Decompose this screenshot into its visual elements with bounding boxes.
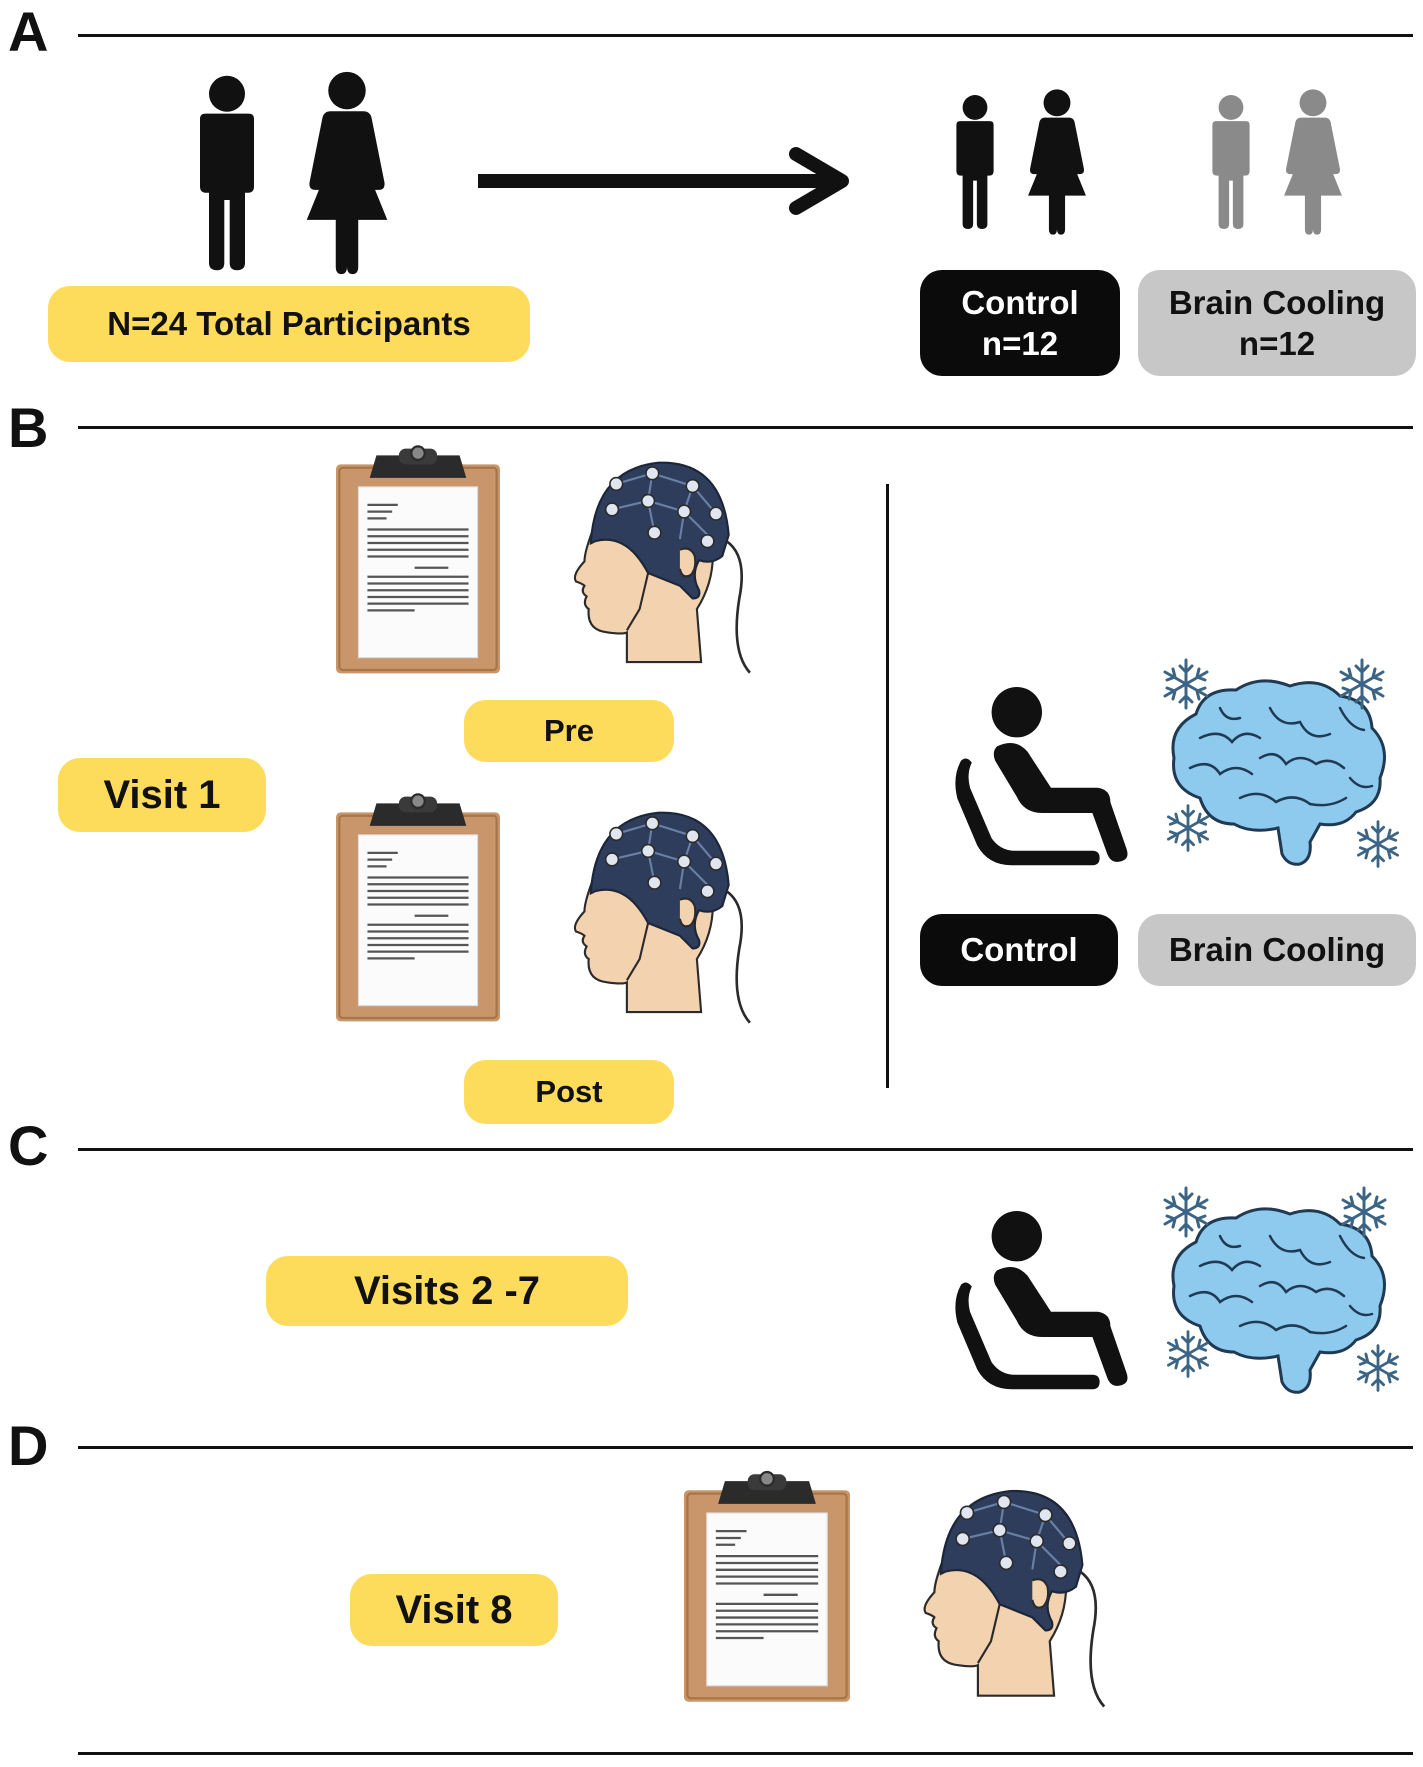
post-badge: Post bbox=[464, 1060, 674, 1124]
person-female-icon bbox=[306, 71, 388, 275]
control-group-label: Control bbox=[961, 283, 1079, 321]
visit-8-badge: Visit 8 bbox=[350, 1574, 558, 1646]
section-divider-d bbox=[78, 1446, 1413, 1449]
cooling-group-label: Brain Cooling bbox=[1168, 283, 1386, 321]
visits-2-7-badge: Visits 2 -7 bbox=[266, 1256, 628, 1326]
snowflake-icon bbox=[1341, 1186, 1387, 1238]
control-male-icon bbox=[956, 95, 994, 229]
section-divider-a bbox=[78, 34, 1413, 37]
visit-8-label: Visit 8 bbox=[395, 1588, 513, 1632]
visits-2-7-label: Visits 2 -7 bbox=[353, 1269, 541, 1313]
eeg-head-pre-icon bbox=[573, 461, 752, 675]
clipboard-pre-icon bbox=[334, 445, 502, 675]
person-male-icon bbox=[200, 75, 254, 271]
cooling-male-icon bbox=[1212, 95, 1250, 229]
section-divider-c bbox=[78, 1148, 1413, 1151]
total-participants-label: N=24 Total Participants bbox=[107, 305, 471, 343]
snowflake-icon bbox=[1167, 1330, 1209, 1378]
cooling-condition-badge: Brain Cooling bbox=[1138, 914, 1416, 986]
pre-label: Pre bbox=[544, 712, 594, 748]
control-group-count: n=12 bbox=[981, 325, 1059, 362]
cooling-female-icon bbox=[1284, 89, 1342, 235]
panel-b-vertical-divider bbox=[886, 484, 889, 1088]
pre-badge: Pre bbox=[464, 700, 674, 762]
control-condition-label: Control bbox=[960, 931, 1078, 969]
total-participants-badge: N=24 Total Participants bbox=[48, 286, 530, 362]
control-condition-badge: Control bbox=[920, 914, 1118, 986]
visit-1-badge: Visit 1 bbox=[58, 758, 266, 832]
snowflake-icon bbox=[1357, 820, 1399, 868]
bottom-divider bbox=[78, 1752, 1413, 1755]
snowflake-icon bbox=[1163, 658, 1209, 710]
section-letter-c: C bbox=[8, 1114, 49, 1177]
section-letter-d: D bbox=[8, 1414, 49, 1477]
cooling-group-badge: Brain Cooling n=12 bbox=[1138, 270, 1416, 376]
eeg-head-post-icon bbox=[573, 811, 752, 1025]
arrow-right-icon bbox=[478, 147, 849, 215]
section-letter-b: B bbox=[8, 396, 49, 459]
section-letter-a: A bbox=[8, 0, 49, 63]
clipboard-icon bbox=[682, 1470, 852, 1703]
cooling-group-count: n=12 bbox=[1238, 325, 1316, 362]
visit-1-label: Visit 1 bbox=[103, 773, 221, 817]
eeg-head-icon bbox=[923, 1489, 1106, 1708]
snowflake-icon bbox=[1163, 1186, 1209, 1238]
snowflake-icon bbox=[1167, 804, 1209, 852]
section-divider-b bbox=[78, 426, 1413, 429]
snowflake-icon bbox=[1339, 658, 1385, 710]
snowflake-icon bbox=[1357, 1344, 1399, 1392]
post-label: Post bbox=[535, 1073, 603, 1109]
control-group-badge: Control n=12 bbox=[920, 270, 1120, 376]
cooling-condition-label: Brain Cooling bbox=[1168, 931, 1386, 969]
seated-person-icon bbox=[955, 1211, 1128, 1390]
seated-person-icon bbox=[955, 687, 1128, 866]
clipboard-post-icon bbox=[334, 793, 502, 1023]
control-female-icon bbox=[1028, 89, 1086, 235]
